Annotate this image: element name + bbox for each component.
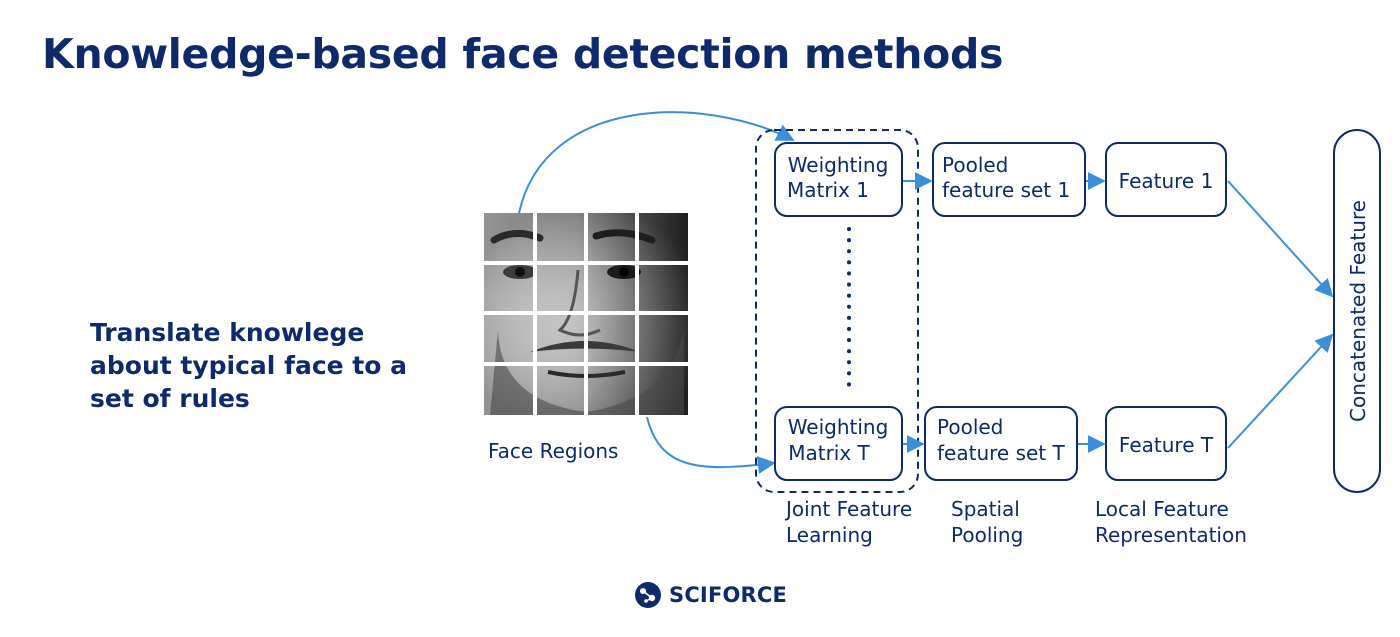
- stage-label-joint-feature-learning: Joint Feature Learning: [784, 497, 912, 547]
- svg-text:Pooling: Pooling: [951, 523, 1023, 547]
- svg-text:Weighting: Weighting: [788, 415, 889, 439]
- face-regions-image: [484, 213, 688, 415]
- description-line: about typical face to a: [90, 351, 407, 380]
- description-text: Translate knowlege about typical face to…: [90, 316, 430, 415]
- svg-text:Spatial: Spatial: [951, 497, 1020, 521]
- node-weighting-matrix-t: Weighting Matrix T: [774, 406, 903, 481]
- svg-text:Representation: Representation: [1095, 523, 1247, 547]
- svg-text:Concatenated Feature: Concatenated Feature: [1346, 200, 1370, 422]
- stage-label-spatial-pooling: Spatial Pooling: [951, 497, 1023, 547]
- page-title: Knowledge-based face detection methods: [42, 30, 1004, 78]
- svg-text:Matrix T: Matrix T: [788, 441, 870, 465]
- svg-text:feature set T: feature set T: [937, 441, 1065, 465]
- stage-label-local-feature-representation: Local Feature Representation: [1095, 497, 1247, 547]
- face-regions-label: Face Regions: [488, 439, 618, 463]
- node-pooled-feature-set-t: Pooled feature set T: [924, 406, 1078, 481]
- node-feature-t: Feature T: [1105, 406, 1227, 481]
- svg-text:Local Feature: Local Feature: [1095, 497, 1229, 521]
- arrow-face-to-weighting-t: [646, 416, 776, 474]
- svg-text:Feature T: Feature T: [1119, 433, 1214, 457]
- svg-text:Pooled: Pooled: [937, 415, 1003, 439]
- sciforce-logo-icon: [635, 582, 661, 608]
- joint-feature-group: [755, 129, 919, 493]
- svg-text:feature set 1: feature set 1: [942, 178, 1070, 202]
- description-line: Translate knowlege: [90, 318, 365, 347]
- sciforce-logo-text: SCIFORCE: [669, 583, 788, 607]
- svg-text:Matrix 1: Matrix 1: [787, 178, 869, 202]
- node-pooled-feature-set-1: Pooled feature set 1: [932, 142, 1086, 217]
- description-line: set of rules: [90, 384, 250, 413]
- svg-text:Feature 1: Feature 1: [1119, 169, 1214, 193]
- node-concatenated-feature: Concatenated Feature: [1333, 129, 1381, 493]
- sciforce-logo: SCIFORCE: [634, 580, 787, 610]
- svg-text:Weighting: Weighting: [788, 153, 889, 177]
- arrow-face-to-weighting-1: [518, 111, 795, 214]
- arrow-feature-t-to-concat: [1227, 333, 1334, 449]
- node-feature-1: Feature 1: [1105, 142, 1227, 217]
- arrow-feature-1-to-concat: [1227, 180, 1334, 298]
- svg-text:Joint Feature: Joint Feature: [784, 497, 912, 521]
- svg-text:Pooled: Pooled: [942, 153, 1008, 177]
- node-weighting-matrix-1: Weighting Matrix 1: [774, 142, 903, 217]
- svg-text:Learning: Learning: [786, 523, 873, 547]
